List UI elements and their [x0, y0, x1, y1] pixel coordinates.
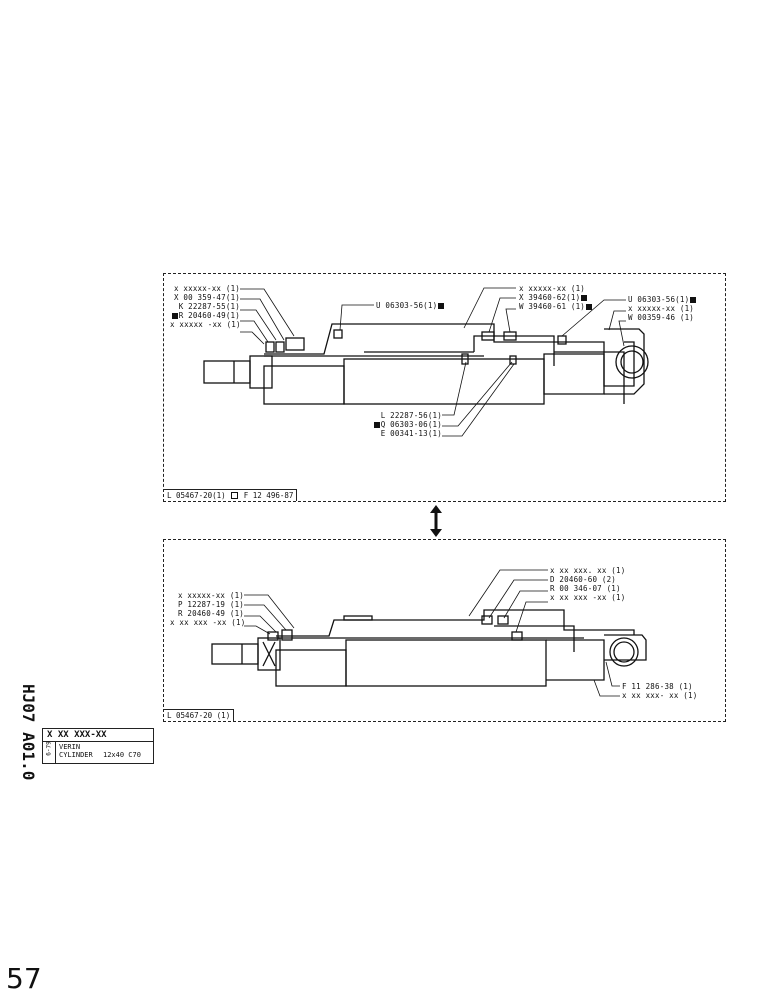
part-label: x xxxxx-xx (1) — [519, 284, 586, 293]
part-label: x xx xxx. xx (1) — [550, 566, 626, 575]
part-label: F 11 286-38 (1) — [622, 682, 693, 691]
part-label: x xxxxx-xx (1) — [177, 591, 244, 600]
filled-marker-icon — [586, 304, 593, 310]
title-line1: VERIN — [59, 743, 81, 751]
top-right-labels-a: x xxxxx-xx (1) X 39460-62(1) W 39460-61 … — [519, 284, 593, 311]
open-marker-icon — [231, 492, 239, 499]
footer-ref: F 12 496-87 — [243, 491, 294, 500]
top-cylinder-panel: x xxxxx-xx (1) X 00 359-47(1) K 22287-55… — [163, 273, 726, 502]
part-label: x xx xxx -xx (1) — [170, 618, 246, 627]
part-label: X 00 359-47(1) — [173, 293, 240, 302]
title-spec: 12x40 C70 — [103, 751, 141, 759]
filled-marker-icon — [171, 313, 178, 319]
title-block: X XX XXX-XX 6-79 VERIN CYLINDER 12x40 C7… — [42, 728, 154, 764]
part-label: x xxxxx-xx (1) — [628, 304, 695, 313]
bottom-footer: L 05467-20 (1) — [164, 709, 235, 721]
part-label: x xxxxx -xx (1) — [170, 320, 241, 329]
part-label: D 20460-60 (2) — [550, 575, 617, 584]
title-code: X XX XXX-XX — [47, 730, 107, 740]
part-label: Q 06303-06(1) — [360, 420, 442, 429]
rod-end — [203, 360, 251, 384]
double-arrow-icon — [430, 505, 442, 537]
top-center-label: U 06303-56(1) — [376, 301, 445, 310]
top-left-labels: x xxxxx-xx (1) X 00 359-47(1) K 22287-55… — [170, 284, 241, 329]
bottom-lower-right-labels: F 11 286-38 (1) x xx xxx- xx (1) — [622, 682, 697, 700]
part-label: R 20460-49 (1) — [177, 609, 244, 618]
bottom-left-labels: x xxxxx-xx (1) P 12287-19 (1) R 20460-49… — [170, 591, 246, 627]
part-label: L 22287-56(1) — [380, 411, 442, 420]
title-line2: CYLINDER — [59, 751, 93, 759]
part-label: E 00341-13(1) — [380, 429, 442, 438]
filled-marker-icon — [438, 303, 445, 309]
top-cylinder-drawing — [203, 287, 649, 437]
title-date: 6-79 — [45, 741, 53, 756]
top-footer: L 05467-20(1) F 12 496-87 — [164, 489, 298, 501]
part-label: R 20460-49(1) — [170, 311, 240, 320]
part-label: W 00359-46 (1) — [628, 313, 695, 322]
bottom-cylinder-drawing — [211, 569, 647, 697]
filled-marker-icon — [373, 422, 380, 428]
top-right-labels-b: U 06303-56(1) x xxxxx-xx (1) W 00359-46 … — [628, 295, 697, 322]
part-label: K 22287-55(1) — [178, 302, 240, 311]
side-code: HJ07 A01.0 — [19, 684, 38, 781]
bottom-right-labels: x xx xxx. xx (1) D 20460-60 (2) R 00 346… — [550, 566, 625, 602]
part-label: P 12287-19 (1) — [177, 600, 244, 609]
footer-ref: L 05467-20 (1) — [167, 711, 231, 720]
part-label: x xx xxx- xx (1) — [622, 691, 698, 700]
filled-marker-icon — [581, 295, 588, 301]
part-label: x xxxxx-xx (1) — [173, 284, 240, 293]
filled-marker-icon — [690, 297, 697, 303]
part-label: x xx xxx -xx (1) — [550, 593, 626, 602]
top-bottom-labels: L 22287-56(1) Q 06303-06(1) E 00341-13(1… — [360, 411, 442, 438]
part-label: U 06303-56(1) — [628, 295, 697, 304]
part-label: X 39460-62(1) — [519, 293, 593, 302]
footer-ref: L 05467-20(1) — [167, 491, 226, 500]
part-label: R 00 346-07 (1) — [550, 584, 621, 593]
bottom-cylinder-panel: x xxxxx-xx (1) P 12287-19 (1) R 20460-49… — [163, 539, 726, 722]
part-label: W 39460-61 (1) — [519, 302, 593, 311]
page-number: 57 — [6, 962, 42, 995]
